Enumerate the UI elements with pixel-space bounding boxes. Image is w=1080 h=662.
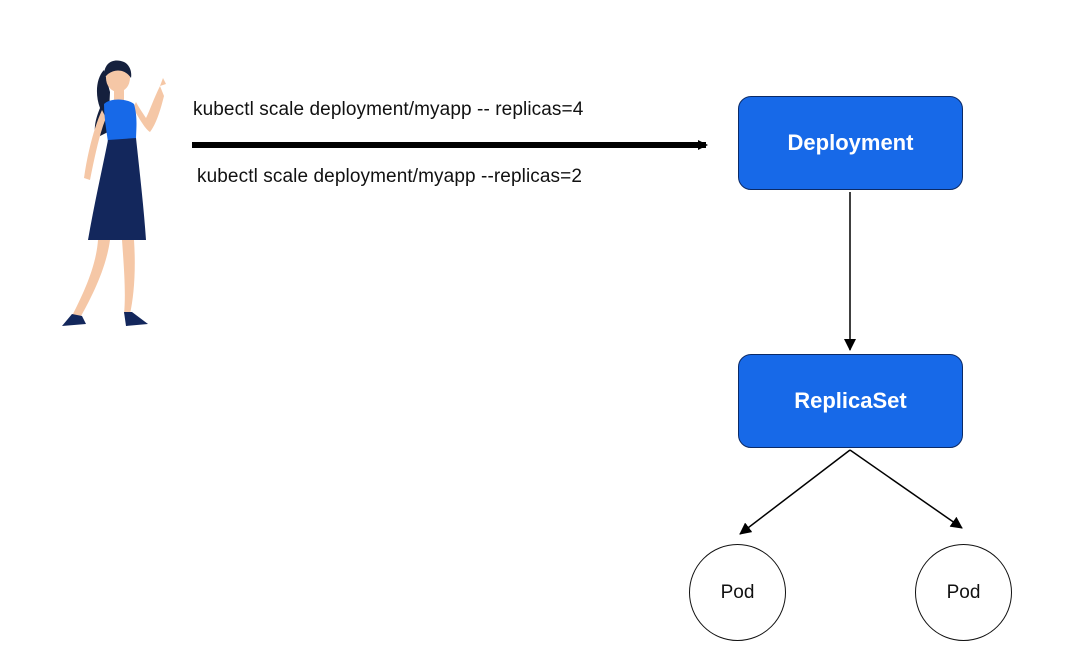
pod-node-right: Pod xyxy=(915,544,1012,641)
deployment-node: Deployment xyxy=(738,96,963,190)
pod-node-left: Pod xyxy=(689,544,786,641)
replicaset-node: ReplicaSet xyxy=(738,354,963,448)
arrow-replicaset-to-pod-right xyxy=(849,449,963,529)
person-illustration-icon xyxy=(62,60,166,326)
scale-up-command: kubectl scale deployment/myapp -- replic… xyxy=(193,99,584,120)
scale-down-command: kubectl scale deployment/myapp --replica… xyxy=(197,166,583,187)
arrow-replicaset-to-pod-left xyxy=(739,449,851,535)
